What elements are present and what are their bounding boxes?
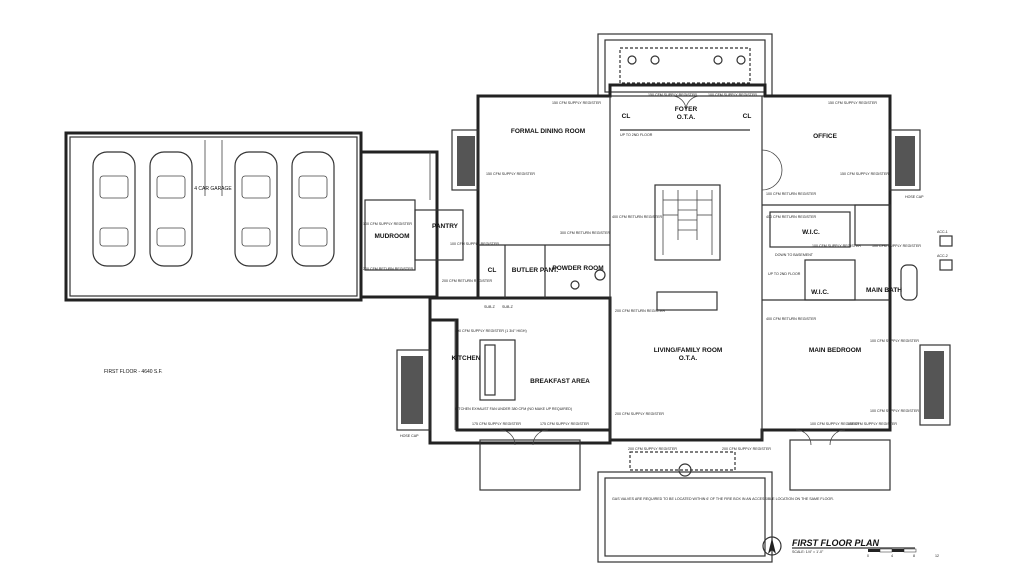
register-note: 150 CFM SUPPLY REGISTER [486, 172, 535, 176]
plan-title: FIRST FLOOR PLAN [792, 538, 879, 548]
plan-scale: SCALE: 1/4" = 1'-0" [792, 550, 824, 554]
register-note: 200 CFM SUPPLY REGISTER [722, 447, 771, 451]
register-note: 150 CFM SUPPLY REGISTER [552, 101, 601, 105]
garage: 4 CAR GARAGE [64, 131, 363, 302]
register-notes: 150 CFM SUPPLY REGISTER 100 CFM SUPPLY R… [455, 93, 921, 451]
scale-tick: 12 [935, 554, 939, 558]
hose-cap-label: HOSE CAP [905, 195, 924, 199]
plan-notes: UP TO 2ND FLOOR UP TO 2ND FLOOR DOWN TO … [400, 133, 953, 501]
living-ota-label: O.T.A. [679, 355, 698, 362]
mudroom-wing: MUDROOM PANTRY 100 CFM SUPPLY REGISTER 2… [359, 150, 499, 299]
register-note: 100 CFM SUPPLY REGISTER [812, 244, 861, 248]
stair-note: UP TO 2ND FLOOR [620, 133, 653, 137]
garage-label: 4 CAR GARAGE [194, 186, 232, 192]
scale-bar: 0 4 8 12 [867, 548, 939, 558]
scale-tick: 4 [891, 554, 893, 558]
register-note: 200 CFM SUPPLY REGISTER [615, 412, 664, 416]
register-note: 150 CFM SUPPLY REGISTER [648, 93, 697, 97]
register-note: 100 CFM SUPPLY REGISTER [870, 409, 919, 413]
register-note: 200 CFM RETURN REGISTER [442, 279, 493, 283]
register-note: 175 CFM SUPPLY REGISTER [472, 422, 521, 426]
pantry-label: PANTRY [432, 223, 459, 230]
hose-cap-label: HOSE CAP [400, 434, 419, 438]
scale-tick: 8 [913, 554, 915, 558]
car-icon [291, 151, 335, 267]
register-note: 100 CFM SUPPLY REGISTER [870, 339, 919, 343]
register-note: 100 CFM SUPPLY REGISTER [810, 422, 859, 426]
living-label: LIVING/FAMILY ROOM [654, 347, 723, 354]
area-label: FIRST FLOOR - 4640 S.F. [104, 369, 163, 375]
closet-right-label: CL [743, 113, 752, 120]
register-note: 300 CFM RETURN REGISTER [560, 231, 611, 235]
car-icon [92, 151, 136, 267]
register-note: 150 CFM SUPPLY REGISTER [828, 101, 877, 105]
main-house [396, 33, 951, 563]
acc2-label: ACC-2 [937, 254, 948, 258]
register-note: 100 CFM SUPPLY REGISTER [872, 244, 921, 248]
car-icon [149, 151, 193, 267]
acc1-label: ACC-1 [937, 230, 948, 234]
closet-left-label: CL [622, 113, 631, 120]
pantry-closet-label: CL [488, 267, 497, 274]
butler-pantry-label: BUTLER PANT. [512, 267, 559, 274]
mudroom-label: MUDROOM [374, 233, 409, 240]
kitchen-exhaust-note: KITCHEN EXHAUST FAN UNDER 380 CFM (NO MA… [455, 407, 572, 411]
main-bedroom-label: MAIN BEDROOM [809, 347, 861, 354]
foyer-ota-label: O.T.A. [677, 114, 696, 121]
stair-note: DOWN TO BASEMENT [775, 253, 814, 257]
breakfast-label: BREAKFAST AREA [530, 378, 590, 385]
foyer-label: FOYER [675, 106, 698, 113]
north-arrow-icon [762, 536, 782, 556]
wic-label: W.I.C. [811, 289, 829, 296]
register-note: 400 CFM RETURN REGISTER [766, 215, 817, 219]
ac-unit-icon: ACC-2 [937, 254, 953, 271]
sub-panel-label: SUB-Z [484, 305, 496, 309]
register-note: 400 CFM RETURN REGISTER [766, 317, 817, 321]
wic-label: W.I.C. [802, 229, 820, 236]
car-icon [234, 151, 278, 267]
office-label: OFFICE [813, 133, 837, 140]
register-note: 175 CFM SUPPLY REGISTER [540, 422, 589, 426]
register-note: 100 CFM SUPPLY REGISTER [708, 93, 757, 97]
register-note: 200 CFM RETURN REGISTER [615, 309, 666, 313]
stairs [662, 190, 713, 255]
stair-note: UP TO 2ND FLOOR [768, 272, 801, 276]
register-note: 400 CFM RETURN REGISTER [612, 215, 663, 219]
title-block: FIRST FLOOR - 4640 S.F. FIRST FLOOR PLAN… [104, 369, 939, 558]
powder-room-label: POWDER ROOM [552, 265, 603, 272]
register-note: 150 CFM SUPPLY REGISTER [840, 172, 889, 176]
register-note: 200 CFM RETURN REGISTER [363, 267, 414, 271]
register-note: 100 CFM SUPPLY REGISTER [450, 242, 499, 246]
register-note: 100 CFM SUPPLY REGISTER [848, 422, 897, 426]
north-arrow-icon [768, 538, 776, 554]
formal-dining-label: FORMAL DINING ROOM [511, 128, 585, 135]
register-note: 100 CFM SUPPLY REGISTER [363, 222, 412, 226]
kitchen-label: KITCHEN [452, 355, 481, 362]
sub-panel-label: SUB-Z [502, 305, 514, 309]
main-bath-label: MAIN BATH [866, 287, 902, 294]
room-labels: FORMAL DINING ROOM FOYER O.T.A. CL CL OF… [452, 106, 903, 385]
register-note: 200 CFM SUPPLY REGISTER [628, 447, 677, 451]
register-note: 100 CFM RETURN REGISTER [766, 192, 817, 196]
ac-unit-icon: ACC-1 [937, 230, 953, 247]
gas-valve-note: GAS VALVES ARE REQUIRED TO BE LOCATED WI… [612, 497, 834, 501]
scale-tick: 0 [867, 554, 869, 558]
register-note: 100 CFM SUPPLY REGISTER (1 3/4" HIGH) [455, 329, 527, 333]
